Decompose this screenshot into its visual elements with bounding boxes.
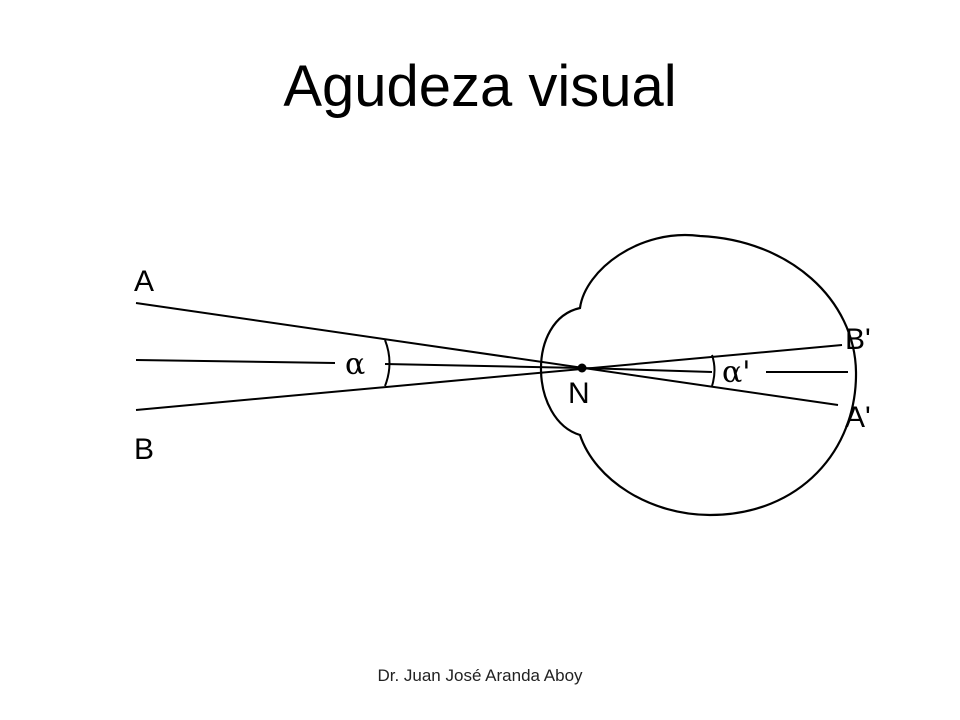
optical-axis-right-inner — [581, 367, 713, 373]
angle-arc-alpha-prime — [711, 354, 716, 387]
footer-author: Dr. Juan José Aranda Aboy — [377, 666, 583, 685]
angle-arc-alpha — [384, 339, 391, 387]
label-point-b: B — [134, 433, 154, 466]
label-point-a: A — [134, 265, 154, 298]
ray-a-to-a-prime — [135, 302, 839, 406]
label-image-a: A' — [845, 401, 871, 434]
nodal-point-dot — [577, 363, 587, 373]
optical-axis-mid — [384, 363, 583, 369]
label-image-b: B' — [845, 323, 871, 356]
ray-b-to-b-prime — [135, 344, 843, 411]
label-angle-alpha-prime: α' — [722, 355, 751, 390]
label-nodal-point: N — [568, 377, 590, 410]
label-angle-alpha: α — [345, 347, 365, 382]
optical-axis-left — [135, 359, 336, 364]
slide-title: Agudeza visual — [283, 54, 677, 119]
eyeball-outline — [539, 233, 858, 517]
